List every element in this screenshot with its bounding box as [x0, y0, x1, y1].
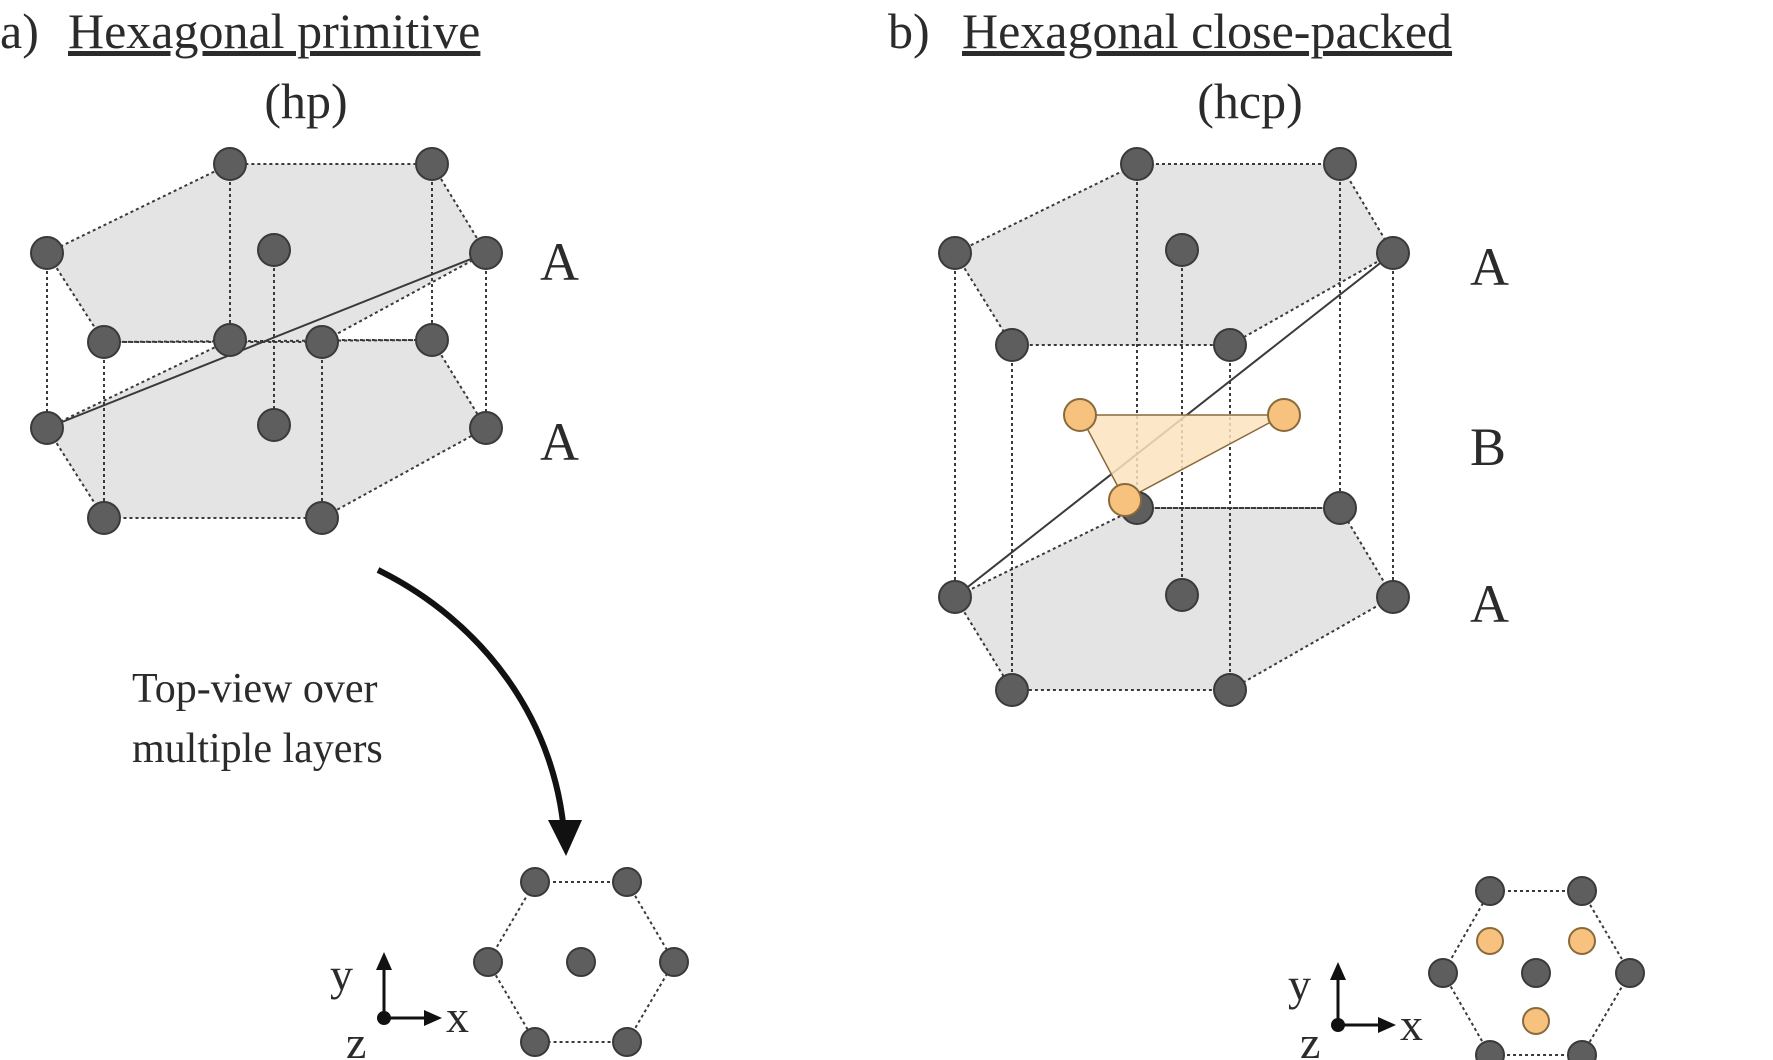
- hcp-layer-label-middle: B: [1470, 417, 1506, 477]
- hcp-b-layer-triangle: [1078, 414, 1285, 502]
- hcp-atoms: [938, 147, 1410, 707]
- hp-top-view: [473, 867, 689, 1057]
- note-line-1: Top-view over: [132, 666, 377, 712]
- hp-diagonal-edge: [46, 252, 487, 429]
- panel-b: b) Hexagonal close-packed (hcp): [888, 3, 1645, 1060]
- axes-a: y x z: [330, 949, 469, 1060]
- hp-vertical-edges: [46, 164, 487, 518]
- panel-a: a) Hexagonal primitive (hp): [0, 3, 689, 1060]
- hcp-layer-label-bottom: A: [1470, 574, 1509, 634]
- note-line-2: multiple layers: [132, 726, 383, 772]
- panel-b-title: Hexagonal close-packed: [962, 3, 1452, 59]
- hp-layer-label-top: A: [540, 232, 579, 292]
- panel-a-label: a): [0, 3, 39, 59]
- axis-a-y: y: [330, 949, 353, 1000]
- hp-inner-edge: [103, 339, 433, 343]
- axis-a-z: z: [346, 1017, 366, 1060]
- hcp-layer-label-top: A: [1470, 237, 1509, 297]
- panel-a-subtitle: (hp): [264, 73, 347, 129]
- axis-b-z: z: [1300, 1017, 1320, 1060]
- axis-a-x: x: [446, 991, 469, 1042]
- panel-b-subtitle: (hcp): [1197, 73, 1303, 129]
- axis-b-x: x: [1400, 999, 1423, 1050]
- panel-a-title: Hexagonal primitive: [68, 3, 480, 59]
- panel-b-label: b): [888, 3, 930, 59]
- top-view-arrowhead: [548, 820, 582, 856]
- axes-b: y x z: [1288, 959, 1423, 1060]
- hp-atoms: [30, 147, 503, 535]
- hp-layer-label-bottom: A: [540, 412, 579, 472]
- hcp-top-view: [1428, 876, 1645, 1060]
- top-view-arrow: [376, 567, 568, 849]
- axis-b-y: y: [1288, 959, 1311, 1010]
